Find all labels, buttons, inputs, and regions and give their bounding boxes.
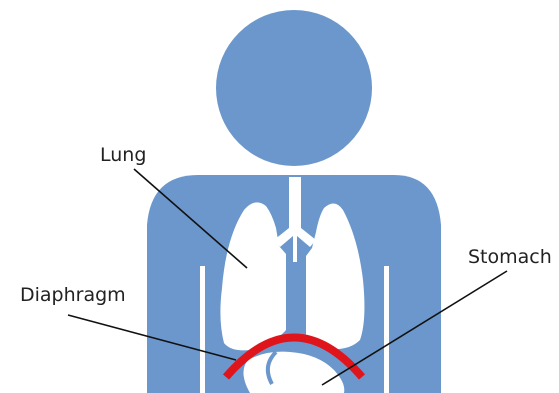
stomach-label: Stomach: [468, 248, 552, 267]
left-arm-gap: [200, 266, 205, 393]
lung-label: Lung: [100, 146, 146, 165]
right-arm-gap: [384, 266, 389, 393]
head: [216, 10, 372, 166]
diaphragm-label: Diaphragm: [20, 286, 126, 305]
